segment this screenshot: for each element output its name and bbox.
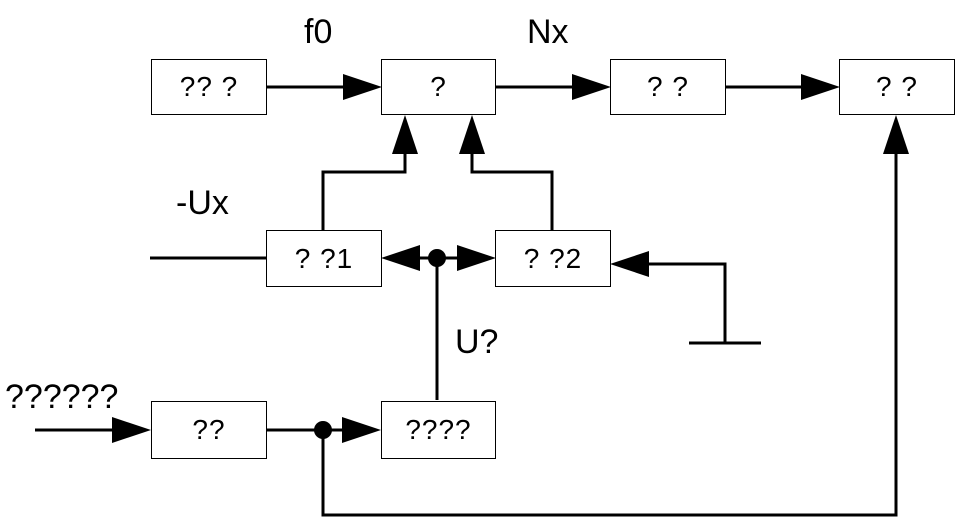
block-b8: ????: [381, 401, 496, 459]
connector-b5-b2: [321, 152, 407, 230]
connector-b6-b2: [470, 152, 554, 230]
connector-feedback-b4: [321, 152, 898, 517]
connector-ground-b6: [645, 262, 727, 343]
arrowhead-b2-up-left: [392, 115, 418, 154]
arrowhead-b4-up: [883, 115, 909, 154]
block-b1-label: ?? ?: [179, 71, 239, 102]
block-b8-label: ????: [405, 414, 472, 445]
arrowhead-b5-in: [381, 245, 420, 271]
arrowhead-b7-in: [112, 417, 151, 443]
signal-label-input: ??????: [5, 378, 119, 416]
signal-label-nx: Nx: [527, 13, 569, 51]
block-b7-label: ??: [192, 414, 226, 445]
block-b6: ? ?2: [495, 230, 611, 287]
block-b3: ? ?: [610, 59, 726, 115]
block-b7: ??: [151, 401, 267, 459]
arrowhead-b6-in: [457, 245, 496, 271]
arrowhead-b8-in: [342, 417, 381, 443]
arrowhead-b6-ground-in: [610, 251, 649, 277]
signal-label-ux: -Ux: [176, 184, 229, 222]
arrowhead-b3-in: [572, 74, 611, 100]
signal-label-u: U?: [455, 323, 499, 361]
block-b3-label: ? ?: [647, 71, 689, 102]
block-b2: ?: [381, 59, 496, 115]
block-b5-label: ? ?1: [294, 242, 354, 274]
junction-dot-top: [428, 249, 446, 267]
arrowhead-b2-in: [343, 74, 382, 100]
block-b1: ?? ?: [151, 59, 267, 115]
junction-dot-bottom: [314, 421, 332, 439]
block-b6-label: ? ?2: [523, 242, 583, 274]
block-b5: ? ?1: [266, 230, 382, 287]
block-b4-label: ? ?: [876, 71, 918, 102]
block-b4: ? ?: [839, 59, 955, 115]
arrowhead-b4-in: [801, 74, 840, 100]
arrowhead-b2-up-right: [459, 115, 485, 154]
block-b2-label: ?: [430, 71, 447, 102]
signal-label-f0: f0: [304, 13, 333, 51]
